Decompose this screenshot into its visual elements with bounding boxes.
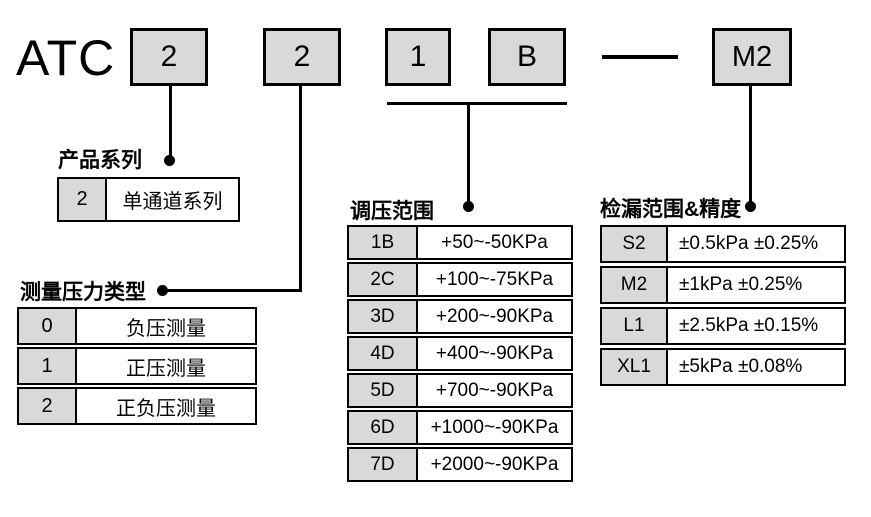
connector-leak-line (749, 86, 752, 202)
code-cell: 6D (349, 412, 418, 443)
code-cell: XL1 (602, 350, 668, 384)
table-row: 0 负压测量 (17, 307, 257, 345)
code-box-pressure-type: 2 (263, 28, 341, 86)
code-box-product-series: 2 (130, 28, 208, 86)
table-row: 4D +400~-90KPa (347, 336, 573, 371)
desc-cell: ±2.5kPa ±0.15% (679, 315, 819, 336)
table-row: 7D +2000~-90KPa (347, 447, 573, 482)
desc-cell: +400~-90KPa (435, 342, 554, 364)
desc-cell: 负压测量 (126, 317, 206, 340)
table-row: S2 ±0.5kPa ±0.25% (600, 225, 846, 263)
table-row: M2 ±1kPa ±0.25% (600, 266, 846, 304)
desc-cell: +1000~-90KPa (430, 416, 559, 438)
desc-cell: ±0.5kPa ±0.25% (679, 233, 819, 254)
desc-cell: +100~-75KPa (435, 268, 554, 290)
table-row: L1 ±2.5kPa ±0.15% (600, 307, 846, 345)
connector-product-series-line (169, 86, 172, 157)
table-row: 2C +100~-75KPa (347, 262, 573, 297)
code-cell: 1B (349, 227, 418, 258)
model-prefix: ATC (16, 30, 116, 86)
code-cell: 1 (19, 349, 77, 383)
product-series-table: 2 单通道系列 (57, 177, 240, 222)
code-cell: 2C (349, 264, 418, 295)
desc-cell: 正负压测量 (116, 397, 216, 420)
connector-leak-dot (745, 201, 756, 212)
code-box-range-digit: 1 (385, 28, 451, 86)
desc-cell: +700~-90KPa (435, 379, 554, 401)
code-box-range-letter: B (488, 28, 566, 86)
desc-cell: +200~-90KPa (435, 305, 554, 327)
connector-range-bracket (387, 102, 567, 105)
desc-cell: ±1kPa ±0.25% (679, 274, 803, 295)
connector-pressure-type-hline (163, 289, 302, 292)
connector-range-vline (467, 105, 470, 203)
table-row: 1B +50~-50KPa (347, 225, 573, 260)
table-row: 2 单通道系列 (57, 177, 240, 222)
code-cell: 2 (59, 179, 107, 220)
pressure-type-table: 0 负压测量 1 正压测量 2 正负压测量 (17, 307, 257, 427)
code-box-leak-grade: M2 (712, 28, 792, 86)
code-cell: L1 (602, 309, 668, 343)
table-row: 6D +1000~-90KPa (347, 410, 573, 445)
desc-cell: +2000~-90KPa (430, 453, 559, 475)
regulation-range-table: 1B +50~-50KPa 2C +100~-75KPa 3D +200~-90… (347, 225, 573, 484)
desc-cell: 正压测量 (126, 357, 206, 380)
section-label-regulation-range: 调压范围 (350, 200, 434, 223)
desc-cell: ±5kPa ±0.08% (679, 356, 803, 377)
code-cell: 2 (19, 389, 77, 423)
code-cell: 5D (349, 375, 418, 406)
code-cell: 0 (19, 309, 77, 343)
table-row: 5D +700~-90KPa (347, 373, 573, 408)
section-label-product-series: 产品系列 (58, 149, 142, 172)
connector-product-series-dot (164, 155, 175, 166)
table-row: XL1 ±5kPa ±0.08% (600, 348, 846, 386)
connector-range-dot (463, 201, 474, 212)
section-label-pressure-type: 测量压力类型 (20, 281, 146, 304)
code-cell: 4D (349, 338, 418, 369)
code-separator-dash (602, 55, 678, 59)
table-row: 3D +200~-90KPa (347, 299, 573, 334)
code-cell: 3D (349, 301, 418, 332)
desc-cell: +50~-50KPa (441, 231, 548, 253)
code-cell: 7D (349, 449, 418, 480)
section-label-leak-range-accuracy: 检漏范围&精度 (600, 198, 742, 221)
table-row: 2 正负压测量 (17, 387, 257, 425)
table-row: 1 正压测量 (17, 347, 257, 385)
connector-pressure-type-vline (299, 86, 302, 292)
code-cell: S2 (602, 227, 668, 261)
connector-pressure-type-dot (157, 285, 168, 296)
desc-cell: 单通道系列 (122, 191, 223, 213)
leak-range-accuracy-table: S2 ±0.5kPa ±0.25% M2 ±1kPa ±0.25% L1 ±2.… (600, 225, 846, 389)
code-cell: M2 (602, 268, 668, 302)
